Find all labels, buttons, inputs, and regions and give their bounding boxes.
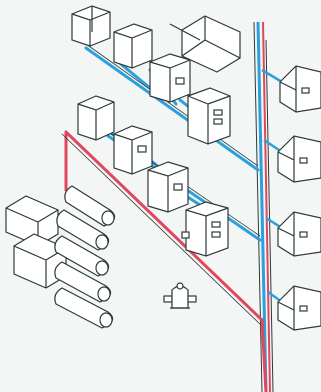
storage-tank <box>54 287 114 329</box>
street-mains <box>253 21 274 392</box>
office-buildings <box>71 5 231 257</box>
fire-hydrant <box>163 282 197 309</box>
storage-tank <box>64 185 116 227</box>
street-main-outline <box>253 21 263 392</box>
house <box>277 211 321 257</box>
street-main-red <box>262 21 271 392</box>
street-main-blue <box>256 21 268 392</box>
house <box>279 65 321 113</box>
office-building <box>187 87 231 145</box>
office-building <box>149 53 191 103</box>
storage-tank <box>56 209 110 251</box>
red-supply-pipe <box>61 130 268 392</box>
house <box>277 285 321 331</box>
storage-tanks <box>54 185 116 329</box>
storage-crates <box>5 195 67 289</box>
office-building <box>113 125 153 175</box>
office-building <box>113 23 153 69</box>
office-building <box>181 201 229 257</box>
house <box>277 135 321 183</box>
houses <box>277 65 321 331</box>
office-building <box>71 5 111 47</box>
storage-tank <box>54 235 110 277</box>
storage-tank <box>54 261 112 303</box>
office-building <box>77 95 115 141</box>
office-building <box>147 161 189 213</box>
shed <box>169 15 241 73</box>
street-main-outline-right <box>265 39 274 392</box>
